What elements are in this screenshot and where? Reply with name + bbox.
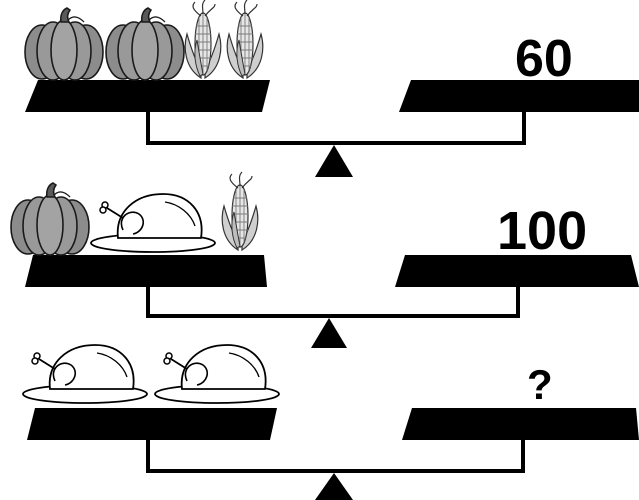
- beam: [146, 287, 520, 318]
- balance-row-3: [22, 344, 639, 500]
- corn-icon: [221, 171, 259, 251]
- right-pan: [402, 408, 639, 440]
- fulcrum: [311, 318, 347, 348]
- turkey-icon: [22, 344, 148, 404]
- corn-icon: [226, 0, 264, 79]
- row-2-value: 100: [497, 201, 588, 261]
- beam: [146, 112, 526, 145]
- pumpkin-icon: [24, 7, 104, 81]
- left-pan: [25, 80, 270, 112]
- left-pan: [27, 408, 277, 440]
- pumpkin-icon: [10, 182, 90, 256]
- balance-row-2: [10, 171, 639, 348]
- beam: [146, 440, 525, 473]
- right-pan: [395, 255, 639, 287]
- left-pan: [25, 255, 267, 287]
- fulcrum: [315, 473, 353, 500]
- turkey-icon: [154, 344, 280, 404]
- turkey-icon: [90, 193, 216, 253]
- right-pan: [399, 80, 639, 112]
- row-1-value: 60: [515, 30, 573, 88]
- pumpkin-icon: [105, 7, 185, 81]
- row-3-unknown-value: ?: [527, 361, 553, 408]
- fulcrum: [315, 145, 353, 177]
- corn-icon: [184, 0, 222, 79]
- balance-row-1: [24, 0, 639, 177]
